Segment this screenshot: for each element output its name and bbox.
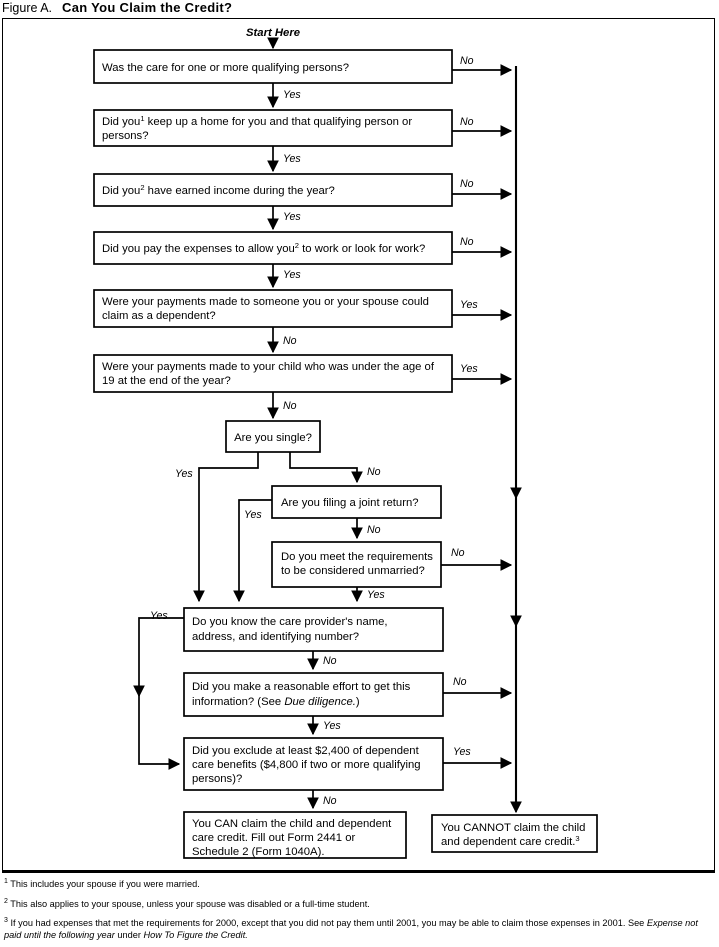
footnotes: 1 This includes your spouse if you were …	[4, 876, 716, 947]
edge-label-q12-no: No	[323, 795, 337, 807]
edge-label-q5-yes: Yes	[460, 299, 478, 311]
node-q12-line-2: persons)?	[192, 773, 242, 785]
node-q11[interactable]	[183, 672, 444, 717]
edge-label-q1-yes: Yes	[283, 89, 301, 101]
node-q12[interactable]	[183, 737, 444, 791]
node-q6-line-0: Were your payments made to your child wh…	[102, 361, 435, 373]
node-q11-line-0: Did you make a reasonable effort to get …	[192, 681, 411, 693]
footnote-1: 1 This includes your spouse if you were …	[4, 876, 716, 891]
node-q2-line-1: persons?	[102, 130, 148, 142]
edge-label-q7-no: No	[367, 466, 381, 478]
edge-label-q3-yes: Yes	[283, 211, 301, 223]
chart-frame	[2, 18, 715, 871]
edge-q7-no	[289, 452, 363, 484]
footnote-3-marker: 3	[4, 917, 8, 925]
node-q4[interactable]	[93, 231, 453, 265]
footnote-2: 2 This also applies to your spouse, unle…	[4, 896, 716, 911]
node-can-line-1: care credit. Fill out Form 2441 or	[192, 832, 355, 844]
edge-label-q10-no: No	[323, 655, 337, 667]
node-q1-line-0: Was the care for one or more qualifying …	[102, 62, 349, 74]
node-q10[interactable]	[183, 607, 444, 652]
edge-label-q9-no: No	[451, 547, 465, 559]
footnote-3-text: If you had expenses that met the require…	[4, 918, 698, 940]
edge-label-q9-yes: Yes	[367, 589, 385, 601]
figure-title-main: Can You Claim the Credit?	[62, 0, 233, 15]
node-q3[interactable]	[93, 173, 453, 207]
node-cannot[interactable]	[431, 814, 598, 853]
footnote-1-marker: 1	[4, 878, 8, 885]
node-q8-line-0: Are you filing a joint return?	[281, 497, 419, 509]
node-q12-line-1: care benefits ($4,800 if two or more qua…	[192, 759, 421, 771]
node-q7[interactable]	[225, 420, 321, 453]
node-q12-line-0: Did you exclude at least $2,400 of depen…	[192, 745, 420, 757]
footnote-3: 3 If you had expenses that met the requi…	[4, 915, 716, 941]
node-q10-line-0: Do you know the care provider's name,	[192, 616, 388, 628]
edge-label-q2-yes: Yes	[283, 153, 301, 165]
figure-title: Figure A. Can You Claim the Credit?	[0, 0, 719, 18]
edge-label-q6-no: No	[283, 400, 297, 412]
node-can-line-2: Schedule 2 (Form 1040A).	[192, 846, 325, 858]
node-q5[interactable]	[93, 289, 453, 328]
node-q6[interactable]	[93, 354, 453, 393]
footnote-2-marker: 2	[4, 897, 8, 905]
edge-q10-yes	[138, 617, 184, 770]
node-cannot-line-1: and dependent care credit.3	[441, 834, 580, 849]
edge-label-q12-yes: Yes	[453, 746, 471, 758]
node-cannot-line-0: You CANNOT claim the child	[441, 822, 585, 834]
node-q9[interactable]	[271, 541, 442, 588]
node-q11-line-1: information? (See Due diligence.)	[192, 696, 360, 708]
edge-label-q3-no: No	[460, 178, 474, 190]
start-here-label: Start Here	[246, 27, 300, 39]
footnote-divider	[2, 871, 715, 873]
edge-label-q7-yes: Yes	[175, 468, 193, 480]
footnote-2-text: This also applies to your spouse, unless…	[10, 898, 370, 909]
node-q8[interactable]	[271, 485, 442, 519]
node-q5-line-1: claim as a dependent?	[102, 310, 216, 322]
node-can[interactable]	[183, 811, 407, 859]
edge-label-q11-yes: Yes	[323, 720, 341, 732]
node-q7-line-0: Are you single?	[234, 432, 312, 444]
edge-q7-yes	[193, 452, 259, 603]
edge-label-q5-no: No	[283, 335, 297, 347]
node-q4-line-0: Did you pay the expenses to allow you2 t…	[102, 241, 425, 256]
edge-label-q6-yes: Yes	[460, 363, 478, 375]
node-q9-line-1: to be considered unmarried?	[281, 565, 425, 577]
edge-label-q8-yes: Yes	[244, 509, 262, 521]
edge-label-q8-no: No	[367, 524, 381, 536]
edge-label-q4-no: No	[460, 236, 474, 248]
node-q2-line-0: Did you1 keep up a home for you and that…	[102, 114, 412, 129]
node-can-line-0: You CAN claim the child and dependent	[192, 818, 392, 830]
node-q3-line-0: Did you2 have earned income during the y…	[102, 183, 335, 198]
edge-label-q4-yes: Yes	[283, 269, 301, 281]
edge-label-q10-yes: Yes	[150, 610, 168, 622]
edge-q8-yes	[233, 499, 272, 603]
node-q5-line-0: Were your payments made to someone you o…	[102, 296, 429, 308]
edge-label-q11-no: No	[453, 676, 467, 688]
node-q10-line-1: address, and identifying number?	[192, 631, 359, 643]
edge-label-q2-no: No	[460, 116, 474, 128]
node-q6-line-1: 19 at the end of the year?	[102, 375, 231, 387]
edge-label-q1-no: No	[460, 55, 474, 67]
footnote-1-text: This includes your spouse if you were ma…	[10, 879, 200, 890]
node-q1[interactable]	[93, 49, 453, 84]
figure-title-label: Figure A.	[2, 1, 53, 15]
node-q9-line-0: Do you meet the requirements	[281, 551, 433, 563]
